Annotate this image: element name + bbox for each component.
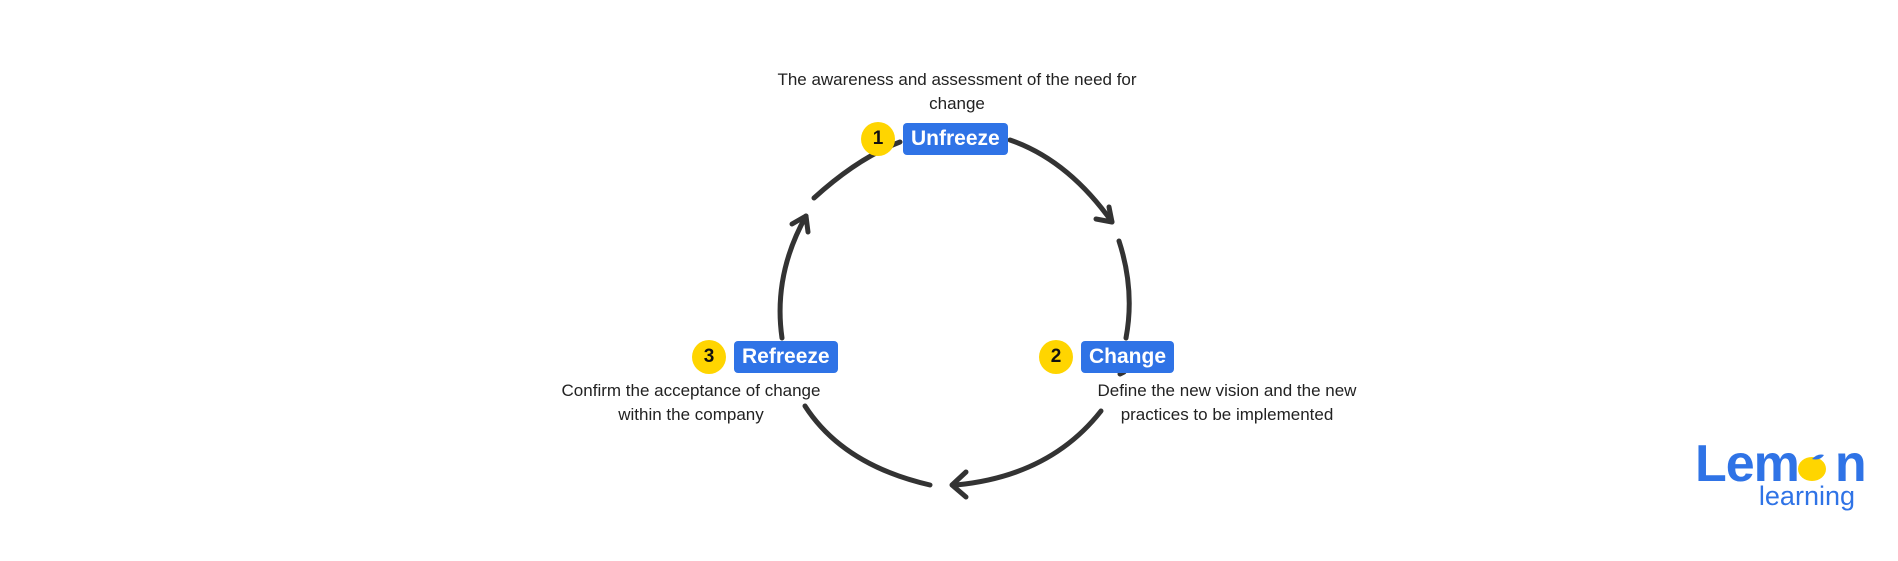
stage-1-label: Unfreeze (903, 123, 1008, 155)
stage-2-number-badge: 2 (1039, 340, 1073, 374)
stage-3-label: Refreeze (734, 341, 838, 373)
arrowhead-bottom (949, 469, 969, 500)
stage-3-description: Confirm the acceptance of change within … (561, 381, 821, 424)
arc-bottom-to-refreeze (802, 403, 933, 488)
stage-2-label: Change (1081, 341, 1175, 373)
logo-subtitle: learning (1758, 481, 1855, 511)
arc-unfreeze-to-change (1007, 137, 1115, 225)
logo-word-start: Lem (1695, 435, 1800, 493)
arc-refreeze-to-unfreeze (777, 213, 809, 341)
stage-2-description: Define the new vision and the new practi… (1097, 381, 1357, 424)
lemon-icon (1798, 454, 1826, 481)
arrowhead-unfreeze (789, 213, 811, 235)
arrowhead-change (1093, 204, 1115, 225)
arc-change-upper (1116, 238, 1132, 341)
stage-1-description: The awareness and assessment of the need… (777, 70, 1137, 113)
stage-1-number-badge: 1 (861, 122, 895, 156)
logo-word-end: n (1834, 435, 1867, 493)
stage-3-number-badge: 3 (692, 340, 726, 374)
